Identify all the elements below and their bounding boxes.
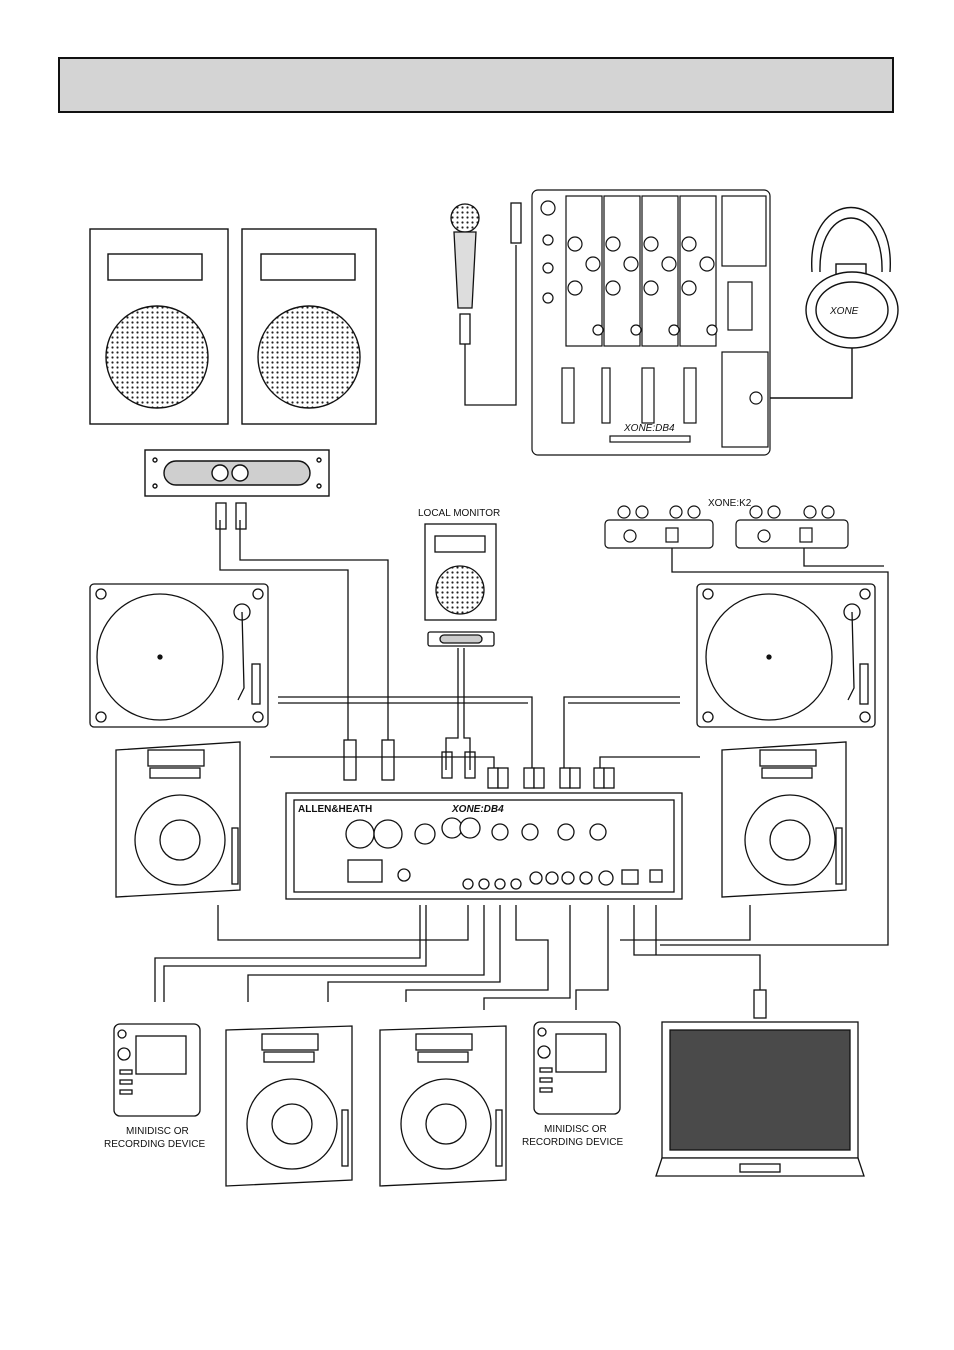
recorder-right-label-2: RECORDING DEVICE — [522, 1137, 623, 1148]
turntable-left — [90, 584, 268, 727]
headphones: XONE — [770, 208, 898, 399]
recorder-left — [114, 1024, 200, 1116]
cd-player-left — [116, 742, 240, 897]
cd-player-bottom-2 — [380, 1026, 506, 1186]
mixer-brand-text: ALLEN&HEATH — [298, 804, 372, 815]
mixer-rear-panel: ALLEN&HEATH XONE:DB4 — [286, 793, 682, 899]
local-monitor-speaker — [425, 524, 496, 646]
recorder-right — [534, 1022, 620, 1114]
mixer-front-model-text: XONE:DB4 — [623, 423, 675, 434]
cd-player-bottom-1 — [226, 1026, 352, 1186]
mixer-top-view: XONE:DB4 — [532, 190, 770, 455]
recorder-left-label-2: RECORDING DEVICE — [104, 1139, 205, 1150]
xone-k2-left — [605, 506, 713, 548]
turntable-right — [697, 584, 875, 727]
cables — [155, 503, 888, 1018]
recorder-right-label-1: MINIDISC OR — [544, 1124, 607, 1135]
microphone — [451, 203, 521, 405]
main-speaker-left — [90, 229, 228, 424]
local-monitor-label: LOCAL MONITOR — [418, 508, 500, 519]
headphone-brand-text: XONE — [829, 306, 859, 317]
xone-k2-label: XONE:K2 — [708, 498, 752, 509]
xone-k2-right — [736, 506, 848, 548]
main-speaker-right — [242, 229, 376, 424]
cd-player-right — [722, 742, 846, 897]
recorder-left-label-1: MINIDISC OR — [126, 1126, 189, 1137]
laptop — [656, 1022, 864, 1176]
mixer-model-text: XONE:DB4 — [451, 804, 504, 815]
power-amplifier — [145, 450, 329, 496]
